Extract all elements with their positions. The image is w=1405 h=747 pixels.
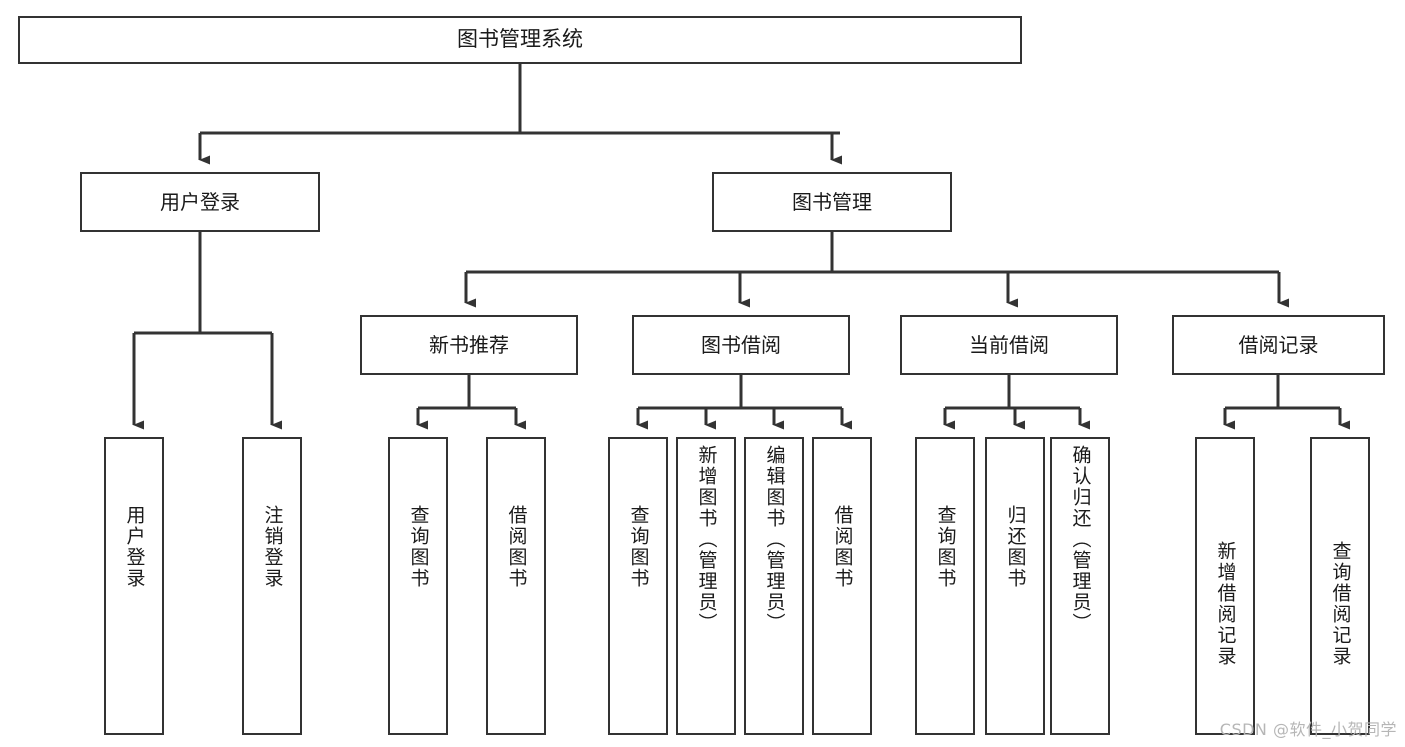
node-label-borrow-record: 借阅记录: [1238, 332, 1319, 357]
node-book-manage[interactable]: 图书管理: [712, 172, 952, 232]
node-user-login[interactable]: 用户登录: [80, 172, 320, 232]
node-label-current-borrow: 当前借阅: [969, 332, 1049, 357]
node-label-book-manage: 图书管理: [792, 189, 872, 214]
node-root[interactable]: 图书管理系统: [18, 16, 1022, 64]
node-leaf-add-book[interactable]: 新增图书（管理员）: [676, 437, 736, 735]
csdn-watermark: CSDN @软件_小贺同学: [1219, 720, 1397, 739]
node-label-leaf-query-book-rec: 查询图书: [407, 505, 430, 589]
node-label-book-borrow: 图书借阅: [701, 332, 781, 357]
node-leaf-user-login[interactable]: 用户登录: [104, 437, 164, 735]
node-label-leaf-query-book-borrow: 查询图书: [627, 505, 650, 589]
node-leaf-query-book-borrow[interactable]: 查询图书: [608, 437, 668, 735]
node-book-borrow[interactable]: 图书借阅: [632, 315, 850, 375]
node-label-leaf-borrow-book: 借阅图书: [831, 505, 854, 589]
node-borrow-record[interactable]: 借阅记录: [1172, 315, 1385, 375]
node-leaf-borrow-book-rec[interactable]: 借阅图书: [486, 437, 546, 735]
node-label-new-book-recommend: 新书推荐: [429, 332, 509, 357]
node-label-leaf-return-book: 归还图书: [1004, 505, 1027, 589]
node-leaf-query-book-rec[interactable]: 查询图书: [388, 437, 448, 735]
node-current-borrow[interactable]: 当前借阅: [900, 315, 1118, 375]
node-leaf-return-book[interactable]: 归还图书: [985, 437, 1045, 735]
node-label-user-login: 用户登录: [160, 189, 240, 214]
node-label-leaf-logout: 注销登录: [261, 505, 284, 589]
node-label-leaf-user-login: 用户登录: [123, 505, 146, 589]
node-label-leaf-borrow-book-rec: 借阅图书: [505, 505, 528, 589]
node-leaf-query-record[interactable]: 查询借阅记录: [1310, 437, 1370, 735]
node-leaf-borrow-book[interactable]: 借阅图书: [812, 437, 872, 735]
node-leaf-add-record[interactable]: 新增借阅记录: [1195, 437, 1255, 735]
node-leaf-confirm-return[interactable]: 确认归还（管理员）: [1050, 437, 1110, 735]
node-new-book-recommend[interactable]: 新书推荐: [360, 315, 578, 375]
node-label-leaf-confirm-return: 确认归还（管理员）: [1069, 445, 1092, 634]
node-label-leaf-edit-book: 编辑图书（管理员）: [763, 445, 786, 634]
node-label-leaf-query-book-cur: 查询图书: [934, 505, 957, 589]
node-leaf-edit-book[interactable]: 编辑图书（管理员）: [744, 437, 804, 735]
node-leaf-logout[interactable]: 注销登录: [242, 437, 302, 735]
node-leaf-query-book-cur[interactable]: 查询图书: [915, 437, 975, 735]
node-label-leaf-add-record: 新增借阅记录: [1214, 541, 1237, 667]
node-label-leaf-add-book: 新增图书（管理员）: [695, 445, 718, 634]
node-label-root: 图书管理系统: [457, 27, 583, 52]
node-label-leaf-query-record: 查询借阅记录: [1329, 541, 1352, 667]
